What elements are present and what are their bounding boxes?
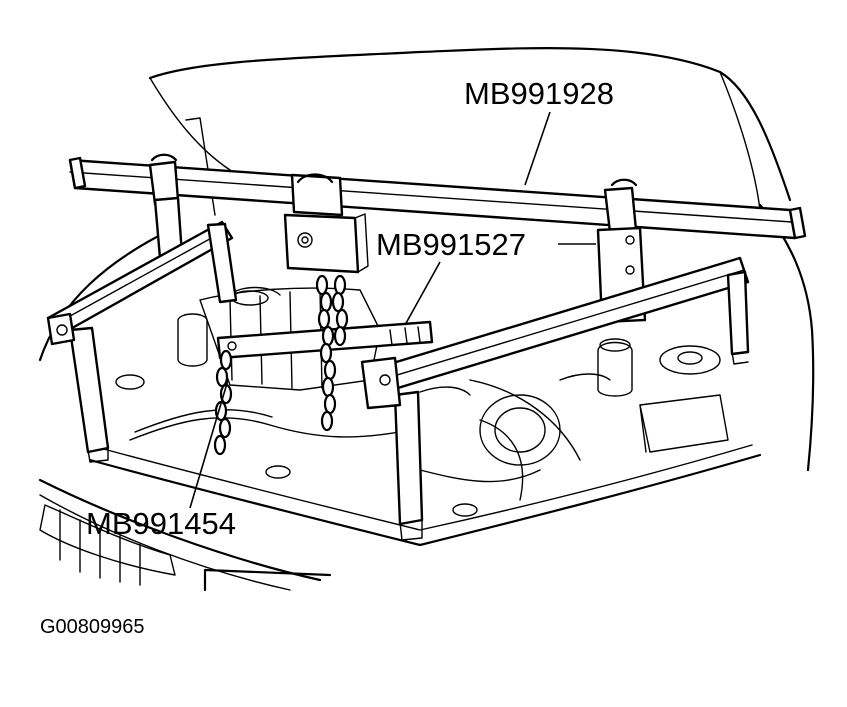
- lower-frame: [46, 220, 750, 541]
- beam-label: MB991928: [464, 76, 614, 111]
- chain-center: [315, 274, 349, 432]
- figure-code: G00809965: [40, 616, 145, 638]
- hanger-block: [283, 173, 369, 274]
- chain-left: [213, 349, 233, 456]
- hanger-label: MB991527: [376, 227, 526, 262]
- leader-lines: [189, 111, 596, 509]
- chain-label: MB991454: [86, 506, 236, 541]
